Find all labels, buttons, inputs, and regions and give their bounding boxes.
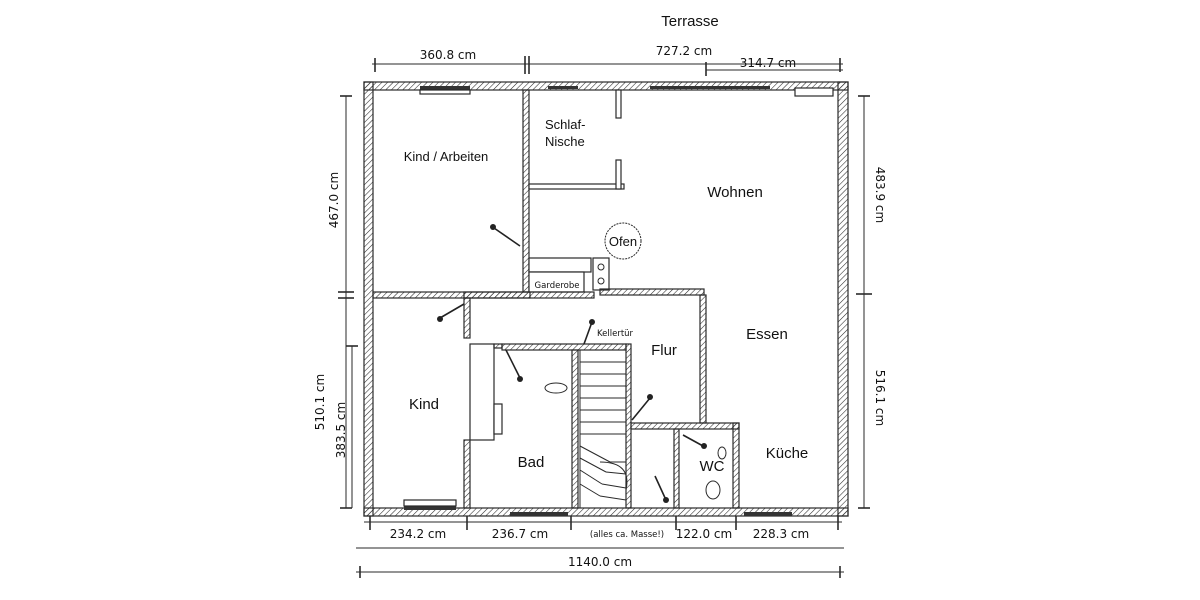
interior-walls (372, 89, 740, 509)
window-top-left (420, 86, 470, 90)
dim-bottom-2: 236.7 cm (492, 527, 548, 541)
title-terrasse: Terrasse (661, 13, 719, 30)
ofen-symbol (604, 222, 642, 260)
room-essen: Essen (746, 326, 788, 343)
dim-right-upper: 483.9 cm (873, 167, 887, 223)
dim-left-lower-inner: 383.5 cm (334, 402, 348, 458)
dim-top-right: 314.7 cm (740, 56, 796, 70)
wc-toilet (705, 480, 721, 500)
room-labels: Terrasse Kind / Arbeiten Schlaf- Nische … (404, 13, 809, 475)
window-bad (510, 512, 568, 516)
label-garderobe: Garderobe (535, 281, 580, 291)
dim-top-middle: 727.2 cm (656, 44, 712, 58)
label-kellertur: Kellertür (597, 329, 634, 339)
room-schlaf-line2: Nische (545, 134, 585, 149)
window-kueche (744, 512, 792, 516)
window-kind (404, 506, 456, 510)
fixtures (544, 222, 727, 500)
dim-top-left: 360.8 cm (420, 48, 476, 62)
windows (403, 86, 834, 516)
dim-bottom-note: (alles ca. Masse!) (590, 530, 664, 540)
staircase (579, 349, 628, 509)
room-wohnen: Wohnen (707, 184, 763, 201)
room-kueche: Küche (766, 445, 809, 462)
room-flur: Flur (651, 342, 677, 359)
room-kind: Kind (409, 396, 439, 413)
room-wc: WC (700, 458, 725, 475)
dimension-texts: 360.8 cm 727.2 cm 314.7 cm 467.0 cm 510.… (313, 44, 887, 569)
dim-right-lower: 516.1 cm (873, 370, 887, 426)
dim-left-lower-outer: 510.1 cm (313, 374, 327, 430)
room-kind-arbeiten: Kind / Arbeiten (404, 149, 489, 164)
window-wohnen (650, 86, 770, 89)
room-schlaf-line1: Schlaf- (545, 117, 585, 132)
dim-bottom-total: 1140.0 cm (568, 555, 632, 569)
bad-sink (544, 382, 568, 394)
window-schlaf (548, 86, 578, 89)
dim-bottom-1: 234.2 cm (390, 527, 446, 541)
doors (437, 224, 707, 503)
wc-sink (717, 446, 727, 460)
label-ofen: Ofen (609, 234, 637, 249)
dim-left-upper: 467.0 cm (327, 172, 341, 228)
outer-walls (363, 81, 849, 517)
dimension-lines (338, 56, 872, 578)
room-bad: Bad (518, 454, 545, 471)
dim-bottom-4: 228.3 cm (753, 527, 809, 541)
dim-bottom-3: 122.0 cm (676, 527, 732, 541)
